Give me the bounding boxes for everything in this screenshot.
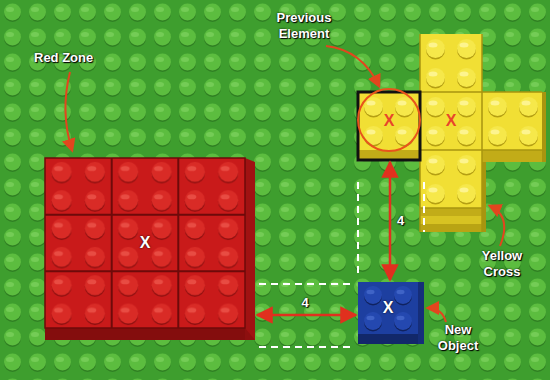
dimension-arrow (257, 314, 356, 317)
dimension-label: 4 (397, 214, 404, 228)
callout-label: Yellow Cross (466, 248, 538, 280)
x-mark: X (140, 235, 151, 251)
callout-label: Previous Element (262, 10, 346, 42)
x-mark: X (383, 300, 394, 316)
leader-lines (65, 46, 504, 322)
new-object-brick (358, 282, 424, 344)
previous-element-brick: X (358, 92, 424, 160)
callout-label: New Object (426, 322, 490, 354)
guide-dashes (259, 182, 424, 347)
dimension-arrow (389, 162, 392, 280)
yellow-cross-center-brick: X (420, 92, 482, 150)
dimension-label: 4 (302, 296, 309, 310)
red-zone-bricks (45, 158, 255, 340)
new-object-brick: X (358, 282, 424, 344)
x-mark: X (446, 113, 457, 129)
highlight-circle (358, 89, 420, 151)
callout-label: Red Zone (34, 50, 124, 66)
yellow-cross-bricks (358, 34, 546, 232)
red-zone: X (45, 158, 255, 340)
previous-element-outline (358, 92, 420, 160)
x-mark: X (384, 113, 395, 129)
